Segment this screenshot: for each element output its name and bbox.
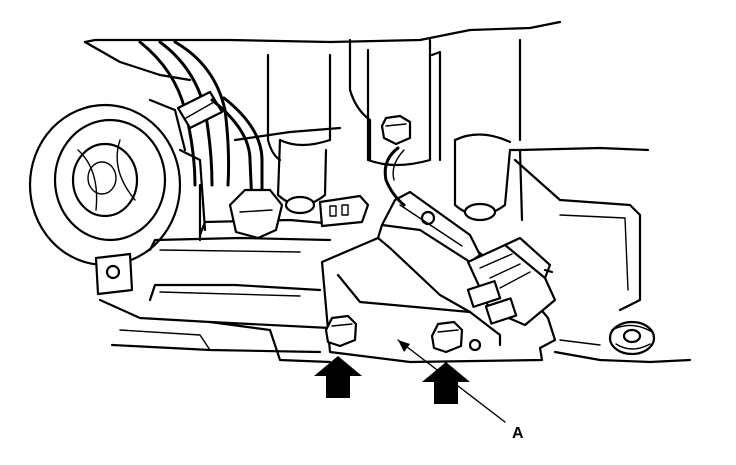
arrow-right <box>422 362 470 404</box>
sensor-cable <box>210 96 264 207</box>
right-side-bolt <box>608 320 656 356</box>
callout-a-leader <box>397 339 506 423</box>
left-boss <box>266 53 332 215</box>
casting-connector <box>318 194 370 228</box>
right-bracket-bolt <box>430 320 464 354</box>
right-boss <box>453 38 524 222</box>
connector-plug <box>466 236 557 327</box>
sensor-wire <box>383 146 406 207</box>
center-boss <box>348 38 442 167</box>
knock-sensor <box>228 188 284 240</box>
engine-casting <box>83 20 692 364</box>
left-bracket-bolt <box>324 314 358 348</box>
top-bolt <box>380 114 412 146</box>
callout-a-label: A <box>512 425 524 442</box>
harness-clip <box>176 90 224 130</box>
arrow-left <box>314 356 362 398</box>
pulley-bracket <box>94 252 134 296</box>
